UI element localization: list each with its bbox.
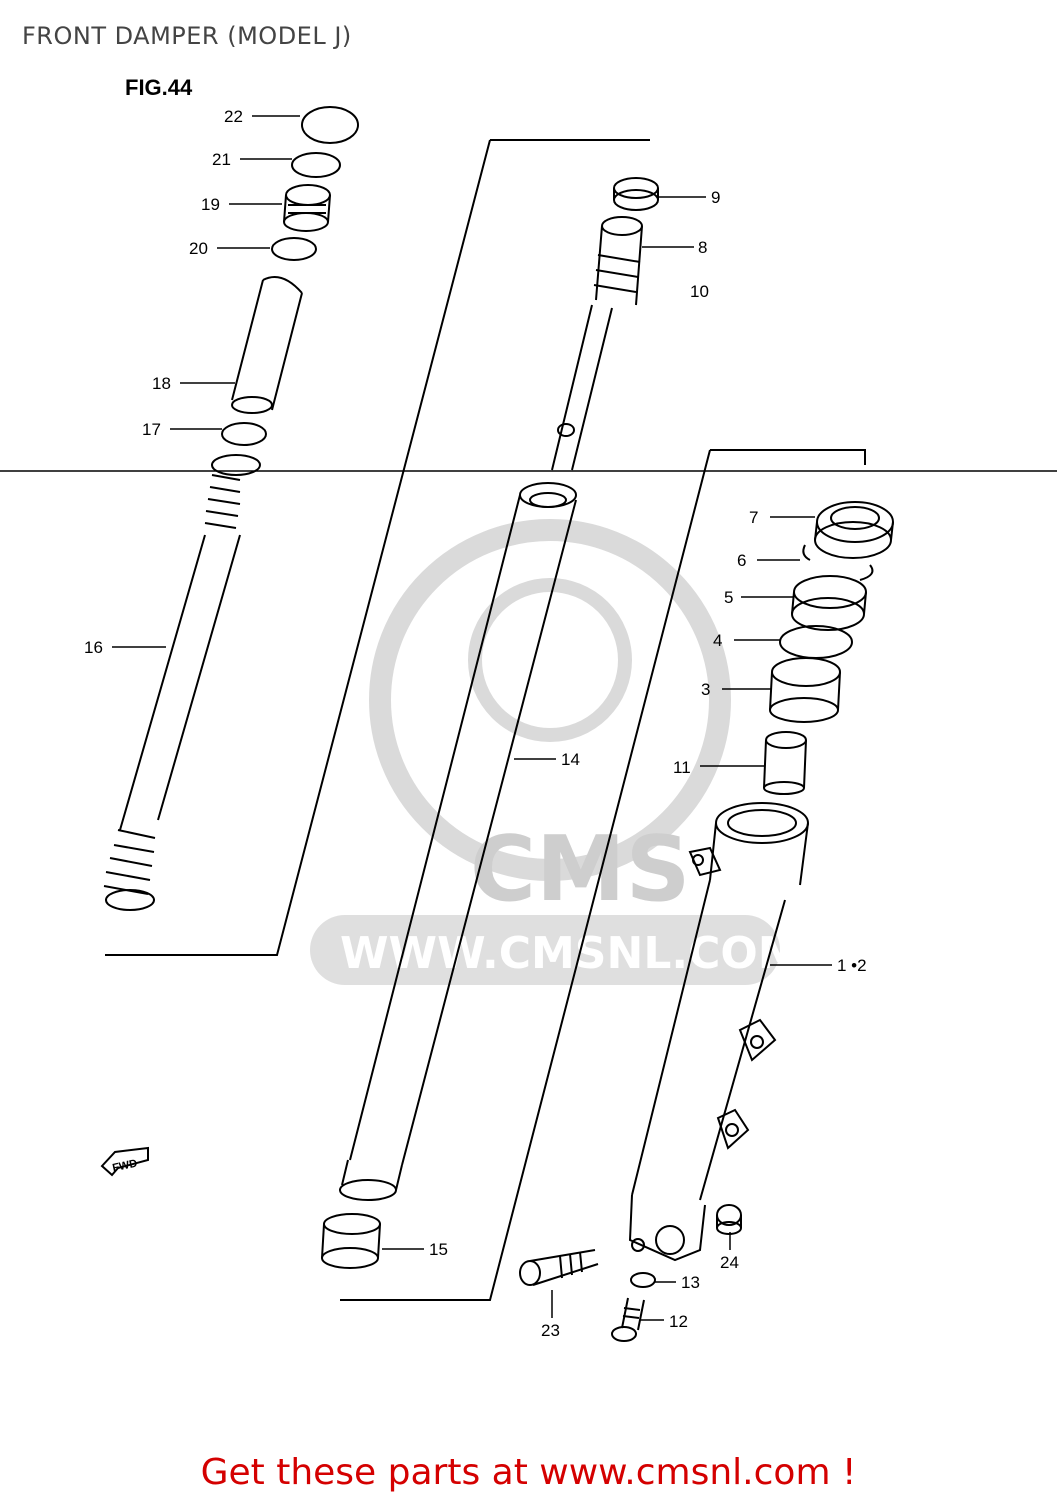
part-20-ring xyxy=(271,237,317,261)
part-5-oil-seal xyxy=(791,575,867,631)
part-12-screw xyxy=(611,1297,645,1342)
watermark-brand: CMS xyxy=(470,817,690,922)
part-6-clip xyxy=(802,544,874,581)
part-labels: 22 21 19 20 18 17 16 9 8 10 14 15 7 6 5 … xyxy=(84,107,867,1340)
label-18: 18 xyxy=(152,374,171,393)
part-18-spacer xyxy=(231,276,303,414)
part-7-dust-seal xyxy=(814,501,894,559)
part-17-washer xyxy=(221,422,267,446)
label-17: 17 xyxy=(142,420,161,439)
part-14-inner-tube xyxy=(339,482,577,1201)
part-21-oring xyxy=(291,152,341,178)
part-16-spring xyxy=(103,454,261,911)
part-24-nut xyxy=(716,1204,742,1235)
part-3-bushing xyxy=(769,657,841,723)
label-13: 13 xyxy=(681,1273,700,1292)
fwd-arrow-icon xyxy=(100,1146,149,1177)
label-20: 20 xyxy=(189,239,208,258)
leader-lines xyxy=(112,115,832,1321)
watermark-logo: CMS WWW.CMSNL.COM xyxy=(310,519,802,985)
label-12: 12 xyxy=(669,1312,688,1331)
watermark-url: WWW.CMSNL.COM xyxy=(340,928,802,979)
label-16: 16 xyxy=(84,638,103,657)
label-15: 15 xyxy=(429,1240,448,1259)
label-21: 21 xyxy=(212,150,231,169)
label-11: 11 xyxy=(673,758,691,777)
label-4: 4 xyxy=(713,631,722,650)
group-bracket-right xyxy=(340,449,866,1301)
label-8: 8 xyxy=(698,238,707,257)
label-23: 23 xyxy=(541,1321,560,1340)
fwd-label: FWD xyxy=(111,1158,138,1175)
label-1-2: 1 •2 xyxy=(837,956,867,975)
label-5: 5 xyxy=(724,588,733,607)
group-bracket-left xyxy=(105,139,650,956)
label-24: 24 xyxy=(720,1253,739,1272)
label-22: 22 xyxy=(224,107,243,126)
label-6: 6 xyxy=(737,551,746,570)
label-10: 10 xyxy=(690,282,709,301)
label-19: 19 xyxy=(201,195,220,214)
part-4-washer xyxy=(779,625,853,659)
part-23-bolt xyxy=(519,1249,599,1286)
part-15-bushing xyxy=(321,1213,381,1269)
part-11-piston xyxy=(763,731,807,795)
label-7: 7 xyxy=(749,508,758,527)
get-parts-link[interactable]: Get these parts at www.cmsnl.com ! xyxy=(200,1452,857,1493)
figure-label: FIG.44 xyxy=(125,75,193,100)
part-9-seal xyxy=(613,177,659,211)
label-14: 14 xyxy=(561,750,580,769)
part-1-outer-tube xyxy=(628,802,809,1262)
part-22-cap xyxy=(301,106,359,144)
part-19-plug xyxy=(283,184,331,232)
part-13-washer xyxy=(630,1272,656,1288)
part-8-damper-rod xyxy=(551,216,643,471)
page-title: FRONT DAMPER (MODEL J) xyxy=(22,22,352,50)
label-3: 3 xyxy=(701,680,710,699)
label-9: 9 xyxy=(711,188,720,207)
